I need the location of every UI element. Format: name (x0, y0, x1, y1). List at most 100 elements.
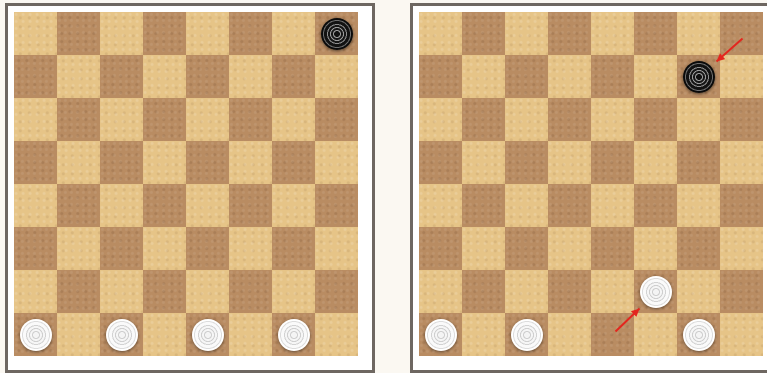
board-square[interactable] (419, 227, 462, 270)
board-square[interactable] (143, 98, 186, 141)
board-square[interactable] (634, 184, 677, 227)
board-square[interactable] (186, 227, 229, 270)
board-square[interactable] (315, 98, 358, 141)
board-square[interactable] (720, 55, 763, 98)
board-square[interactable] (505, 98, 548, 141)
board-square[interactable] (548, 12, 591, 55)
board-square[interactable] (272, 55, 315, 98)
board-square[interactable] (57, 313, 100, 356)
board-square[interactable] (591, 227, 634, 270)
board-square[interactable] (14, 313, 57, 356)
board-square[interactable] (462, 184, 505, 227)
black-checker-icon[interactable] (321, 18, 353, 50)
board-square[interactable] (229, 98, 272, 141)
board-square[interactable] (100, 184, 143, 227)
board-square[interactable] (677, 98, 720, 141)
board-square[interactable] (100, 141, 143, 184)
board-square[interactable] (591, 55, 634, 98)
board-square[interactable] (419, 98, 462, 141)
board-square[interactable] (591, 270, 634, 313)
board-square[interactable] (419, 141, 462, 184)
board-square[interactable] (720, 141, 763, 184)
board-square[interactable] (100, 98, 143, 141)
board-square[interactable] (315, 12, 358, 55)
board-square[interactable] (548, 313, 591, 356)
board-square[interactable] (677, 313, 720, 356)
board-square[interactable] (229, 184, 272, 227)
board-square[interactable] (229, 55, 272, 98)
board-square[interactable] (591, 12, 634, 55)
board-square[interactable] (505, 227, 548, 270)
board-square[interactable] (57, 12, 100, 55)
board-square[interactable] (548, 227, 591, 270)
board-square[interactable] (419, 313, 462, 356)
board-square[interactable] (419, 12, 462, 55)
board-square[interactable] (186, 141, 229, 184)
board-square[interactable] (462, 55, 505, 98)
board-square[interactable] (505, 270, 548, 313)
board-square[interactable] (591, 184, 634, 227)
board-square[interactable] (505, 55, 548, 98)
board-square[interactable] (677, 141, 720, 184)
board-square[interactable] (634, 12, 677, 55)
board-square[interactable] (677, 184, 720, 227)
board-square[interactable] (634, 270, 677, 313)
board-square[interactable] (634, 227, 677, 270)
board-square[interactable] (720, 184, 763, 227)
board-square[interactable] (548, 184, 591, 227)
board-square[interactable] (272, 270, 315, 313)
board-square[interactable] (229, 227, 272, 270)
board-square[interactable] (591, 313, 634, 356)
board-square[interactable] (57, 55, 100, 98)
board-square[interactable] (315, 55, 358, 98)
board-square[interactable] (14, 270, 57, 313)
board-square[interactable] (143, 12, 186, 55)
board-square[interactable] (57, 98, 100, 141)
white-checker-icon[interactable] (683, 319, 715, 351)
board-square[interactable] (315, 313, 358, 356)
board-square[interactable] (634, 55, 677, 98)
board-square[interactable] (229, 270, 272, 313)
white-checker-icon[interactable] (278, 319, 310, 351)
board-square[interactable] (14, 55, 57, 98)
board-square[interactable] (14, 141, 57, 184)
board-square[interactable] (143, 270, 186, 313)
board-square[interactable] (505, 12, 548, 55)
board-square[interactable] (548, 98, 591, 141)
board-square[interactable] (462, 227, 505, 270)
white-checker-icon[interactable] (20, 319, 52, 351)
board-square[interactable] (591, 98, 634, 141)
board-square[interactable] (57, 227, 100, 270)
board-square[interactable] (272, 184, 315, 227)
board-square[interactable] (143, 313, 186, 356)
board-square[interactable] (143, 227, 186, 270)
board-square[interactable] (419, 184, 462, 227)
board-square[interactable] (100, 227, 143, 270)
board-square[interactable] (100, 12, 143, 55)
white-checker-icon[interactable] (425, 319, 457, 351)
board-square[interactable] (505, 313, 548, 356)
board-square[interactable] (720, 313, 763, 356)
board-square[interactable] (272, 313, 315, 356)
board-square[interactable] (57, 270, 100, 313)
board-square[interactable] (315, 227, 358, 270)
board-square[interactable] (462, 98, 505, 141)
board-square[interactable] (677, 227, 720, 270)
board-square[interactable] (548, 270, 591, 313)
board-square[interactable] (14, 227, 57, 270)
board-square[interactable] (462, 313, 505, 356)
board-square[interactable] (229, 313, 272, 356)
board-square[interactable] (100, 313, 143, 356)
board-square[interactable] (186, 313, 229, 356)
board-square[interactable] (720, 270, 763, 313)
board-square[interactable] (100, 270, 143, 313)
board-square[interactable] (677, 270, 720, 313)
board-square[interactable] (548, 141, 591, 184)
board-square[interactable] (720, 227, 763, 270)
board-square[interactable] (143, 141, 186, 184)
board-square[interactable] (505, 184, 548, 227)
board-square[interactable] (186, 184, 229, 227)
board-square[interactable] (14, 184, 57, 227)
white-checker-icon[interactable] (640, 276, 672, 308)
board-square[interactable] (186, 270, 229, 313)
